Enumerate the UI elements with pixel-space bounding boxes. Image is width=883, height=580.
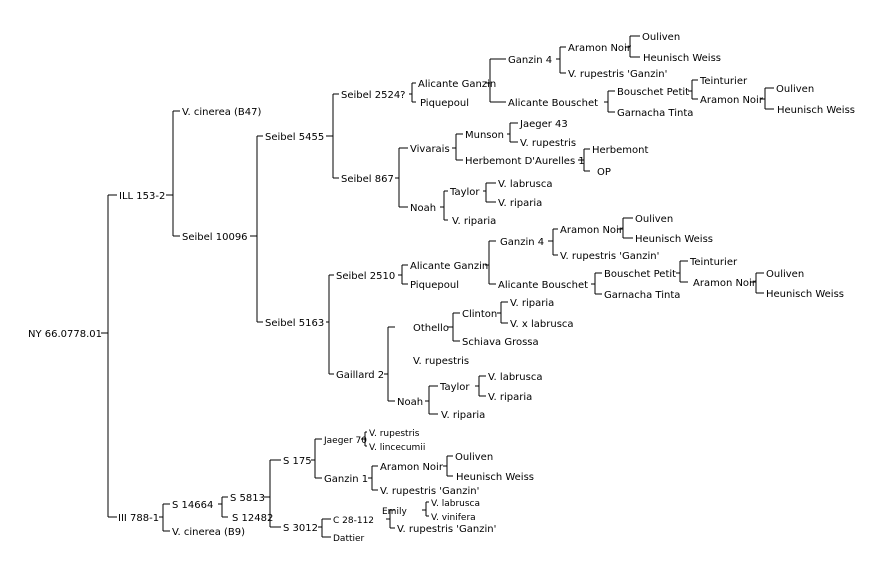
node-herbemont: Herbemont [592, 145, 648, 156]
node-seibel-5455: Seibel 5455 [265, 132, 324, 143]
node-schiava-grossa: Schiava Grossa [462, 337, 539, 348]
node-ouliven: Ouliven [766, 269, 804, 280]
node-v-cinerea-b47: V. cinerea (B47) [182, 107, 262, 118]
node-clinton: Clinton [462, 309, 497, 320]
node-heunisch-weiss: Heunisch Weiss [766, 289, 844, 300]
node-ouliven: Ouliven [642, 32, 680, 43]
node-v-lincecumii: V. lincecumii [369, 443, 425, 453]
node-othello: Othello [413, 323, 449, 334]
node-s3012: S 3012 [283, 523, 318, 534]
node-teinturier: Teinturier [699, 76, 748, 87]
node-aramon-noir: Aramon Noir [380, 462, 444, 473]
node-garnacha-tinta: Garnacha Tinta [617, 108, 693, 119]
node-ouliven: Ouliven [635, 214, 673, 225]
node-alicante-ganzin: Alicante Ganzin [410, 261, 488, 272]
node-seibel-2524: Seibel 2524? [341, 90, 406, 101]
node-v-riparia: V. riparia [452, 216, 496, 227]
node-aramon-noir: Aramon Noir [700, 95, 764, 106]
node-munson: Munson [465, 130, 504, 141]
node-iii788-1: III 788-1 [118, 513, 159, 524]
node-ganzin-4: Ganzin 4 [500, 237, 544, 248]
node-heunisch-weiss: Heunisch Weiss [643, 53, 721, 64]
node-v-riparia: V. riparia [488, 392, 532, 403]
node-heunisch-weiss: Heunisch Weiss [635, 234, 713, 245]
node-v-rupestris: V. rupestris [520, 138, 576, 149]
node-v-vinifera: V. vinifera [431, 513, 476, 523]
node-seibel-5163: Seibel 5163 [265, 318, 324, 329]
node-garnacha-tinta: Garnacha Tinta [604, 290, 680, 301]
node-jaeger-70: Jaeger 70 [323, 436, 367, 446]
node-v-rupestris-ganzin: V. rupestris 'Ganzin' [568, 69, 667, 80]
node-v-rupestris: V. rupestris [413, 356, 469, 367]
node-op: OP [597, 167, 611, 178]
node-vivarais: Vivarais [410, 144, 450, 155]
node-v-labrusca: V. labrusca [488, 372, 542, 383]
node-seibel-10096: Seibel 10096 [182, 232, 248, 243]
node-seibel-867: Seibel 867 [341, 174, 394, 185]
node-alicante-ganzin: Alicante Ganzin [418, 79, 496, 90]
node-v-cinerea-b9: V. cinerea (B9) [172, 527, 245, 538]
node-v-rupestris-ganzin: V. rupestris 'Ganzin' [397, 524, 496, 535]
node-v-riparia: V. riparia [441, 410, 485, 421]
node-heunisch-weiss: Heunisch Weiss [777, 105, 855, 116]
node-c28-112: C 28-112 [333, 516, 374, 526]
node-ill153-2: ILL 153-2 [119, 191, 165, 202]
node-noah: Noah [397, 397, 423, 408]
node-root: NY 66.0778.01 [28, 329, 102, 340]
node-s175: S 175 [283, 456, 312, 467]
node-v-rupestris-ganzin: V. rupestris 'Ganzin' [560, 251, 659, 262]
node-noah: Noah [410, 203, 436, 214]
node-v-rupestris-ganzin: V. rupestris 'Ganzin' [380, 486, 479, 497]
node-ouliven: Ouliven [455, 452, 493, 463]
node-s5813: S 5813 [230, 493, 265, 504]
node-teinturier: Teinturier [689, 257, 738, 268]
node-herbemont-daurelles: Herbemont D'Aurelles 1 [465, 156, 585, 167]
node-v-x-labrusca: V. x labrusca [510, 319, 574, 330]
node-bouschet-petit: Bouschet Petit [604, 269, 676, 280]
node-alicante-bouschet: Alicante Bouschet [498, 280, 588, 291]
node-taylor: Taylor [449, 187, 480, 198]
node-v-labrusca: V. labrusca [431, 499, 480, 509]
node-ganzin-4: Ganzin 4 [508, 55, 552, 66]
node-aramon-noir: Aramon Noir [693, 278, 757, 289]
node-v-labrusca: V. labrusca [498, 179, 552, 190]
node-dattier: Dattier [333, 534, 365, 544]
node-ouliven: Ouliven [776, 84, 814, 95]
node-s14664: S 14664 [172, 500, 213, 511]
connector-lines [101, 35, 774, 538]
node-piquepoul: Piquepoul [420, 98, 469, 109]
node-heunisch-weiss: Heunisch Weiss [456, 472, 534, 483]
node-seibel-2510: Seibel 2510 [336, 271, 395, 282]
node-emily: Emily [382, 507, 407, 517]
node-v-riparia: V. riparia [498, 198, 542, 209]
node-alicante-bouschet: Alicante Bouschet [508, 98, 598, 109]
node-aramon-noir: Aramon Noir [568, 43, 632, 54]
node-v-rupestris: V. rupestris [369, 429, 420, 439]
node-v-riparia: V. riparia [510, 298, 554, 309]
node-aramon-noir: Aramon Noir [560, 225, 624, 236]
node-taylor: Taylor [439, 382, 470, 393]
node-gaillard-2: Gaillard 2 [336, 370, 384, 381]
node-piquepoul: Piquepoul [410, 280, 459, 291]
node-jaeger-43: Jaeger 43 [519, 119, 568, 130]
node-ganzin-1: Ganzin 1 [324, 474, 368, 485]
node-s12482: S 12482 [232, 513, 273, 524]
node-bouschet-petit: Bouschet Petit [617, 87, 689, 98]
